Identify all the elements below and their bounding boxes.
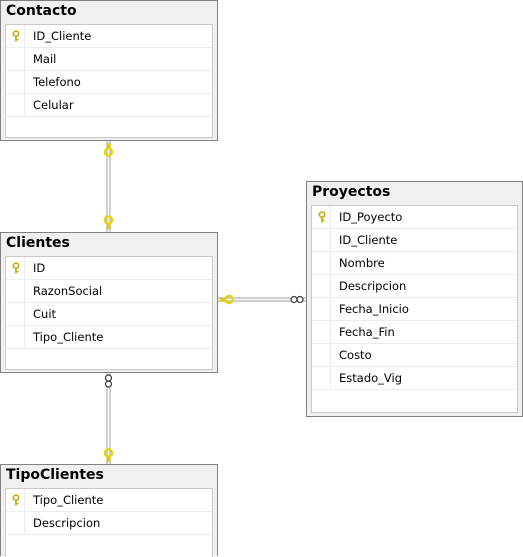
column-row[interactable]: Fecha_Fin — [312, 321, 517, 344]
column-name: ID_Cliente — [33, 29, 92, 43]
table-contacto[interactable]: Contacto ID_Cliente Mail Telefono Celula… — [0, 0, 218, 141]
column-row[interactable]: ID — [6, 257, 212, 280]
row-selector — [312, 275, 331, 297]
row-selector — [312, 229, 331, 251]
key-icon — [220, 294, 234, 305]
row-selector — [6, 326, 25, 348]
column-row[interactable]: Descripcion — [312, 275, 517, 298]
column-name: Cuit — [33, 307, 57, 321]
column-name: Telefono — [33, 75, 81, 89]
column-row[interactable]: Celular — [6, 94, 212, 117]
table-title: Proyectos — [312, 184, 391, 200]
row-selector — [6, 257, 25, 279]
column-name: Fecha_Inicio — [339, 302, 409, 316]
primary-key-icon — [318, 211, 326, 223]
column-grid: ID_Cliente Mail Telefono Celular — [5, 24, 213, 138]
table-title: Contacto — [6, 3, 77, 19]
column-row[interactable]: ID_Cliente — [312, 229, 517, 252]
row-selector — [312, 344, 331, 366]
column-row[interactable]: Tipo_Cliente — [6, 489, 212, 512]
column-row[interactable]: Telefono — [6, 71, 212, 94]
row-selector — [6, 94, 25, 116]
column-name: Celular — [33, 98, 74, 112]
infinity-icon — [104, 374, 113, 388]
column-name: Tipo_Cliente — [33, 330, 104, 344]
column-row[interactable]: Costo — [312, 344, 517, 367]
row-selector — [6, 71, 25, 93]
column-name: Mail — [33, 52, 57, 66]
key-icon — [103, 448, 114, 462]
column-grid: ID_Poyecto ID_Cliente Nombre Descripcion… — [311, 205, 518, 413]
row-selector — [6, 25, 25, 47]
column-row[interactable]: Cuit — [6, 303, 212, 326]
row-selector — [312, 206, 331, 228]
table-clientes[interactable]: Clientes ID RazonSocial Cuit Tipo_Client… — [0, 232, 218, 373]
column-row[interactable]: Nombre — [312, 252, 517, 275]
row-selector — [312, 298, 331, 320]
relationship-contacto-clientes[interactable] — [103, 141, 114, 232]
key-icon — [103, 215, 114, 229]
column-name: Descripcion — [339, 279, 407, 293]
row-selector — [6, 280, 25, 302]
table-title: Clientes — [6, 235, 70, 251]
primary-key-icon — [12, 30, 20, 42]
column-row[interactable]: ID_Poyecto — [312, 206, 517, 229]
row-selector — [6, 489, 25, 511]
column-name: Costo — [339, 348, 372, 362]
column-name: Descripcion — [33, 516, 101, 530]
row-selector — [312, 321, 331, 343]
column-name: Estado_Vig — [339, 371, 403, 385]
column-grid: ID RazonSocial Cuit Tipo_Cliente — [5, 256, 213, 370]
row-selector — [6, 512, 25, 534]
table-proyectos[interactable]: Proyectos ID_Poyecto ID_Cliente Nombre D… — [306, 181, 523, 417]
relationship-clientes-tipoclientes[interactable] — [103, 372, 114, 464]
row-selector — [6, 303, 25, 325]
row-selector — [312, 367, 331, 389]
table-title: TipoClientes — [6, 467, 104, 483]
column-row[interactable]: Tipo_Cliente — [6, 326, 212, 349]
column-row[interactable]: Estado_Vig — [312, 367, 517, 390]
column-row[interactable]: ID_Cliente — [6, 25, 212, 48]
column-name: ID_Cliente — [339, 233, 398, 247]
column-name: ID_Poyecto — [339, 210, 403, 224]
column-name: Nombre — [339, 256, 385, 270]
column-row[interactable]: Descripcion — [6, 512, 212, 535]
column-name: ID — [33, 261, 46, 275]
column-row[interactable]: Fecha_Inicio — [312, 298, 517, 321]
infinity-icon — [290, 295, 304, 304]
row-selector — [6, 48, 25, 70]
column-name: Tipo_Cliente — [33, 493, 104, 507]
column-row[interactable]: RazonSocial — [6, 280, 212, 303]
column-name: RazonSocial — [33, 284, 103, 298]
column-row[interactable]: Mail — [6, 48, 212, 71]
row-selector — [312, 252, 331, 274]
relationship-clientes-proyectos[interactable] — [218, 294, 306, 305]
column-grid: Tipo_Cliente Descripcion — [5, 488, 213, 557]
key-icon — [103, 143, 114, 157]
primary-key-icon — [12, 262, 20, 274]
column-name: Fecha_Fin — [339, 325, 395, 339]
primary-key-icon — [12, 494, 20, 506]
table-tipoclientes[interactable]: TipoClientes Tipo_Cliente Descripcion — [0, 464, 218, 557]
